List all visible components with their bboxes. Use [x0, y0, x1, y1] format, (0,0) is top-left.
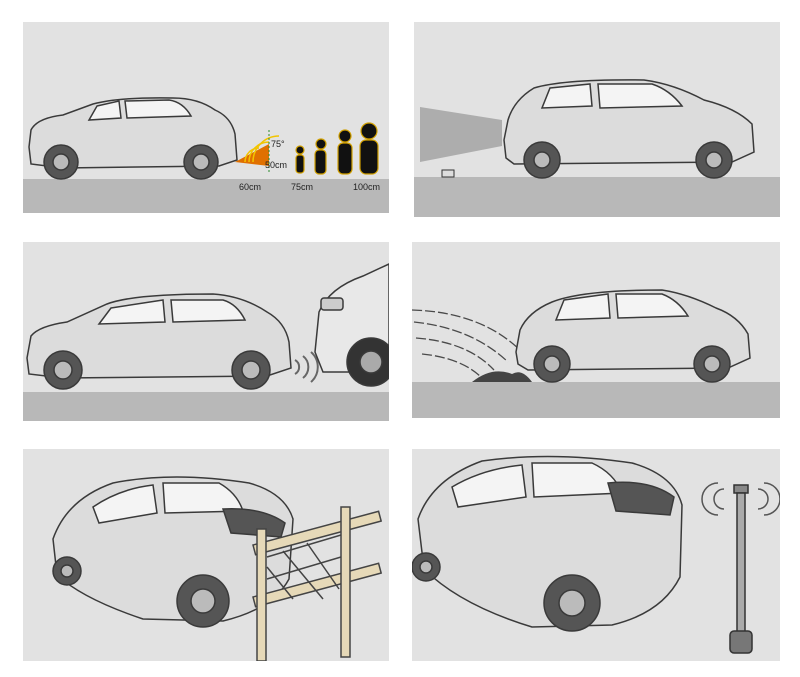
child-75-icon: [295, 145, 305, 174]
panel-low-obstacle: [414, 22, 780, 217]
low-obstacle-box: [441, 169, 455, 178]
ground: [412, 382, 780, 418]
car-side-icon: [503, 79, 755, 179]
water-puddle: [472, 371, 532, 382]
distance-60-label: 60cm: [239, 182, 261, 192]
vehicle-behind-illustration: [23, 263, 389, 421]
child-medium-icon: [337, 129, 353, 175]
sensor-beam: [420, 107, 502, 162]
fence-obstacle-illustration: [52, 476, 383, 661]
distance-100-label: 100cm: [353, 182, 380, 192]
sensor-waves: [701, 482, 780, 516]
panel-water-spray: [412, 242, 780, 418]
water-spray: [412, 309, 523, 379]
car-side-icon: [515, 289, 751, 383]
ground: [414, 177, 780, 217]
low-obstacle-illustration: [414, 79, 780, 217]
distance-75-label: 75cm: [291, 182, 313, 192]
sensor-waves: [294, 351, 319, 383]
height-label: 50cm: [265, 160, 287, 170]
car-side-icon: [26, 293, 292, 390]
child-100-icon: [359, 122, 379, 175]
water-spray-illustration: [412, 289, 780, 418]
ground: [23, 392, 389, 421]
lattice-fence-icon: [252, 506, 383, 661]
thin-pole-illustration: [412, 455, 780, 654]
child-small-icon: [314, 138, 327, 175]
panel-thin-pole: [412, 449, 780, 661]
angle-label: 75°: [271, 139, 285, 149]
sensor-waves: [244, 135, 280, 163]
car-rear-3q-icon: [52, 476, 294, 628]
ground: [23, 179, 389, 213]
child-detection-illustration: 75° 50cm 60cm 75cm 100cm: [23, 97, 389, 213]
parked-car-icon: [314, 263, 389, 387]
panel-fence-obstacle: [23, 449, 389, 661]
thin-pole-icon: [729, 484, 753, 654]
panel-child-detection: 75° 50cm 60cm 75cm 100cm: [23, 22, 389, 213]
panel-vehicle-behind: [23, 242, 389, 421]
sensor-cone: [235, 144, 269, 166]
car-side-icon: [28, 97, 238, 180]
car-rear-3q-icon: [412, 455, 683, 632]
